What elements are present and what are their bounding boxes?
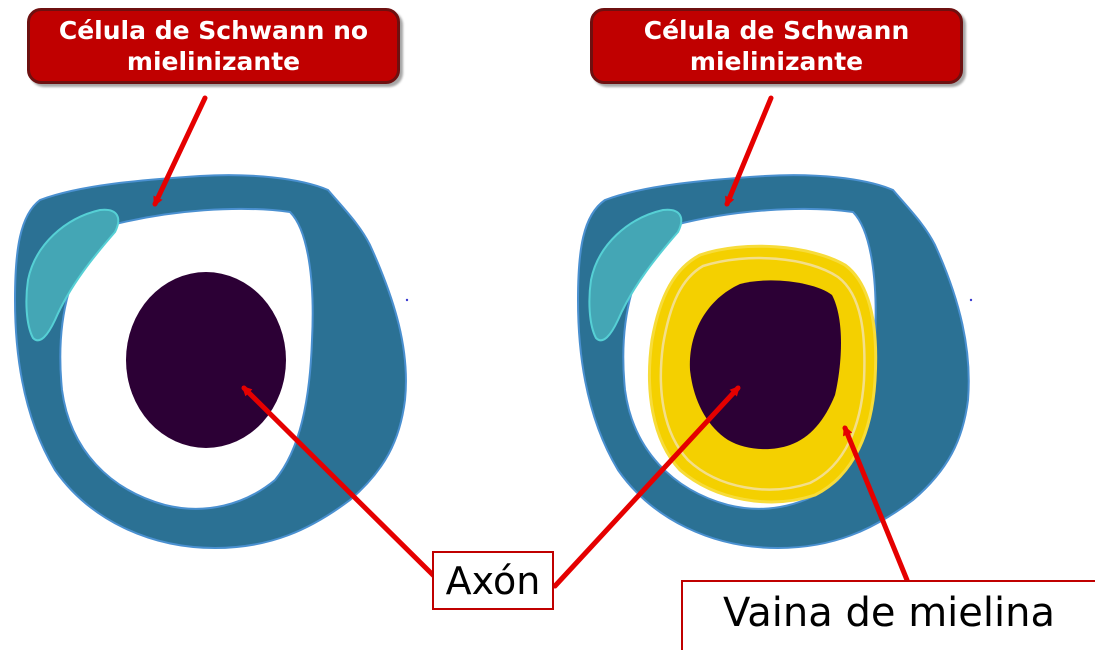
myelin-inner-ring bbox=[659, 256, 866, 491]
arrow-myelin-label-to-sheath bbox=[842, 425, 910, 583]
left-stray-dot bbox=[405, 298, 409, 302]
title-right-line1: Célula de Schwann bbox=[643, 16, 910, 45]
arrow-left-title-to-cell bbox=[152, 95, 208, 207]
label-axon-text: Axón bbox=[445, 558, 541, 603]
right-axon bbox=[689, 280, 841, 450]
title-myelinating-schwann-cell: Célula de Schwann mielinizante bbox=[590, 8, 963, 84]
label-myelin-sheath: Vaina de mielina bbox=[681, 580, 1095, 650]
arrow-axon-to-right-axon bbox=[552, 385, 741, 589]
arrow-right-title-to-cell bbox=[724, 95, 774, 207]
right-stray-dot bbox=[969, 298, 973, 302]
schwann-cell-diagram bbox=[13, 95, 973, 589]
arrow-axon-to-left-axon bbox=[241, 385, 437, 579]
arrows bbox=[152, 95, 910, 589]
left-axon bbox=[126, 272, 286, 448]
title-right-line2: mielinizante bbox=[689, 47, 864, 76]
left-schwann-nucleus bbox=[25, 208, 120, 342]
title-non-myelinating-schwann-cell: Célula de Schwann no mielinizante bbox=[27, 8, 400, 84]
title-left-line1: Célula de Schwann no bbox=[58, 16, 369, 45]
label-axon: Axón bbox=[432, 551, 554, 610]
label-myelin-text: Vaina de mielina bbox=[723, 590, 1055, 636]
right-cell-group bbox=[576, 174, 973, 550]
right-schwann-nucleus bbox=[588, 208, 683, 342]
title-left-line2: mielinizante bbox=[126, 47, 301, 76]
